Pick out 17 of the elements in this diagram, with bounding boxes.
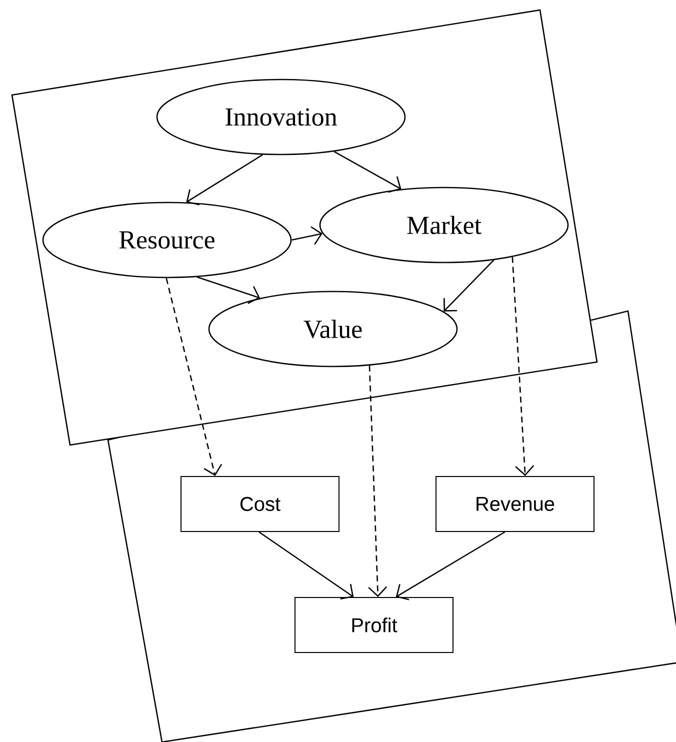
process-box: Revenue: [436, 476, 594, 532]
arrow: [258, 531, 354, 600]
ellipse-node: Resource: [42, 202, 292, 278]
arrow: [512, 256, 534, 476]
ellipse-node: Innovation: [156, 78, 406, 156]
process-box: Profit: [294, 597, 454, 653]
ellipse-node: Value: [208, 290, 458, 368]
ellipse-node: Market: [319, 186, 569, 264]
arrow: [444, 260, 494, 312]
arrow: [186, 154, 263, 206]
arrow: [292, 226, 322, 245]
arrow: [334, 150, 402, 193]
arrow: [166, 278, 222, 476]
arrow: [368, 365, 388, 597]
arrow: [396, 531, 506, 600]
arrow: [196, 276, 260, 304]
process-box: Cost: [180, 476, 340, 532]
